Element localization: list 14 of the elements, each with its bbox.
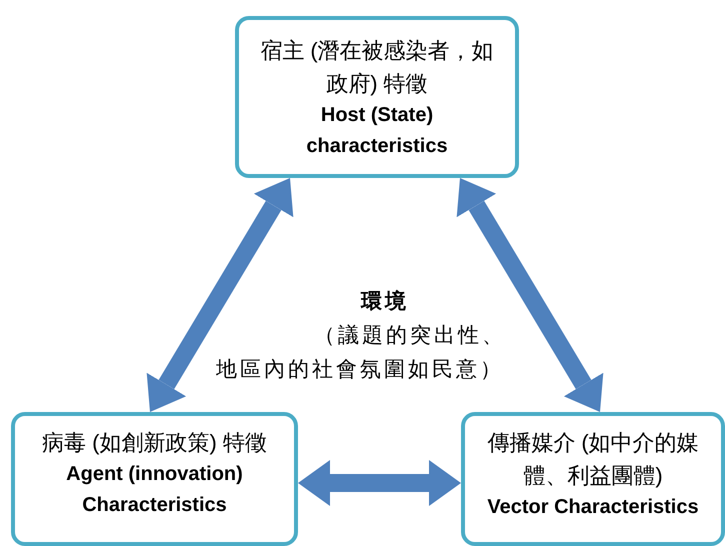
double-arrow [298,460,461,506]
english-text: Agent (innovation) Characteristics [65,462,244,518]
double-arrow [456,178,604,412]
english-text: Vector Characteristics [486,495,700,520]
rounded-box [11,412,298,546]
english-text: Host (State) characteristics [305,103,449,159]
chinese-text: 宿主 (潛在被感染者，如政府) 特徵 [259,37,495,98]
heading-label: 環境 [360,287,410,315]
chinese-text: 傳播媒介 (如中介的媒體、利益團體) [486,429,700,490]
chinese-text: 病毒 (如創新政策) 特徵 [41,429,268,457]
double-arrow [146,178,294,412]
rounded-box [235,16,519,178]
rounded-box [461,412,725,546]
note-label: （議題的突出性、地區內的社會氛圍如民意） [215,322,507,383]
